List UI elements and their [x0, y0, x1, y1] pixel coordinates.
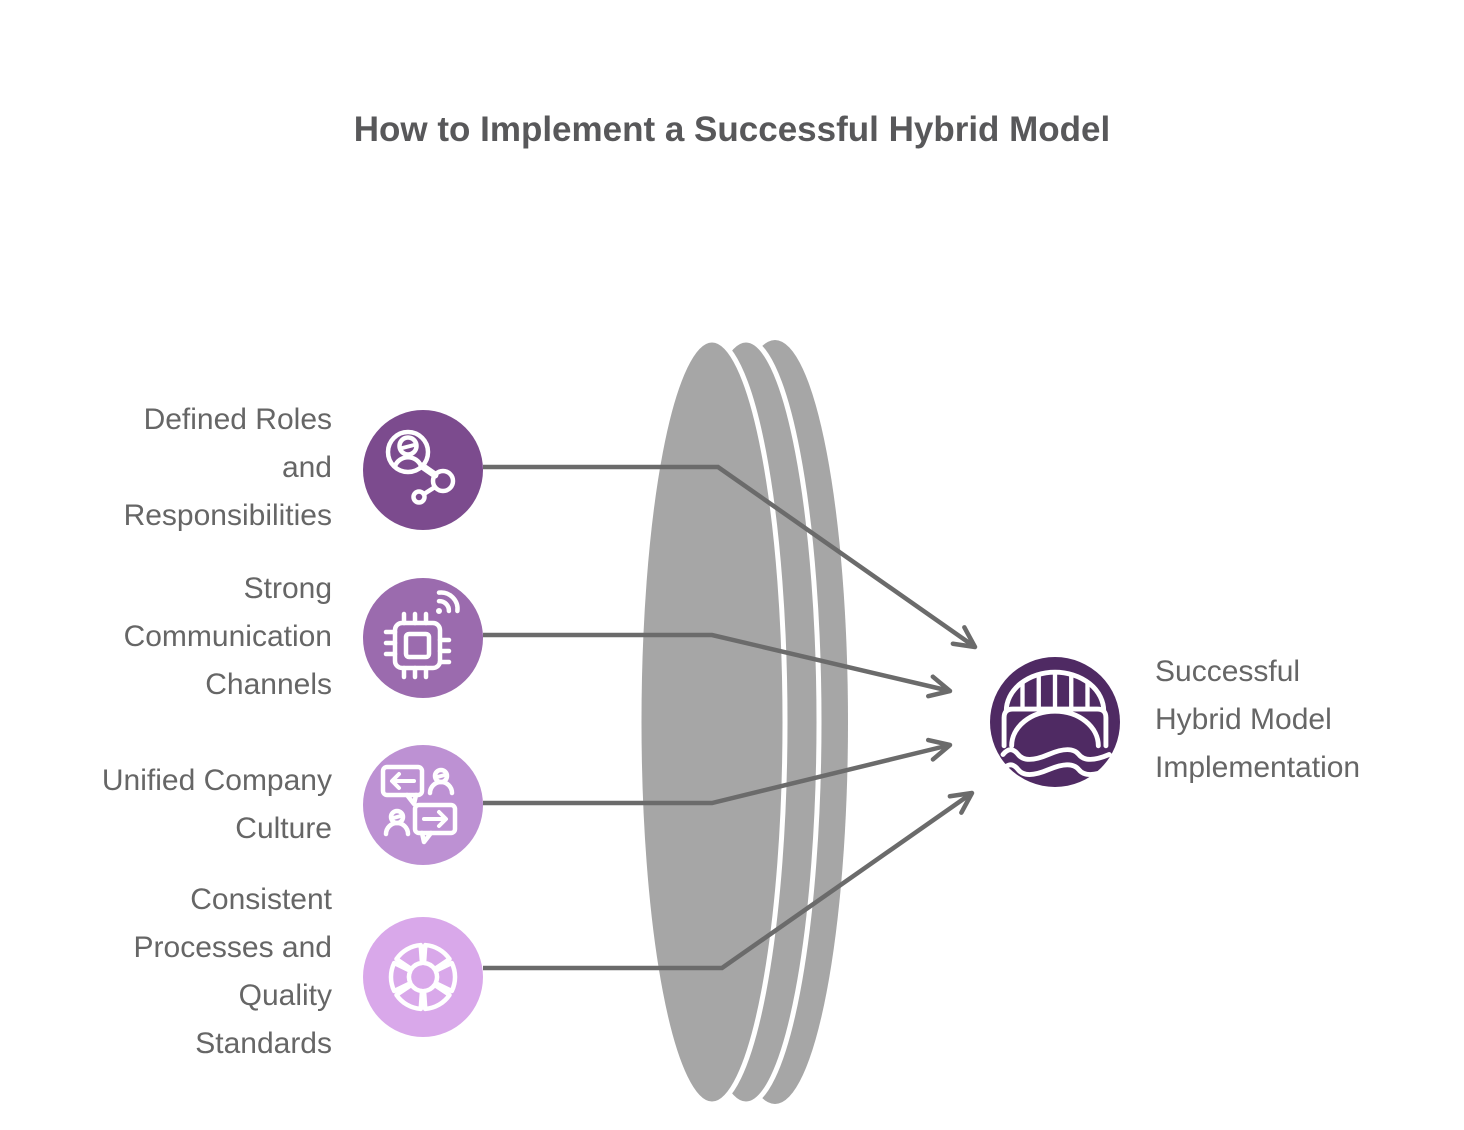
item3-label: Unified Company Culture: [101, 764, 332, 845]
arrow-item3: [483, 737, 953, 806]
item3-badge: [363, 745, 483, 865]
item4-badge: [363, 917, 483, 1037]
page-title: How to Implement a Successful Hybrid Mod…: [353, 110, 1111, 149]
chip-wifi-icon: [383, 590, 460, 680]
item1-label: Defined Roles and Responsibilities: [123, 403, 332, 532]
connector-arrows: [483, 464, 978, 971]
item4-label: Consistent Processes and Quality Standar…: [133, 883, 332, 1060]
arrow-item2: [483, 632, 953, 699]
item2-label: Strong Communication Channels: [123, 572, 332, 701]
segmented-wheel-icon: [363, 917, 483, 1037]
arrow-item1: [483, 464, 978, 650]
chat-exchange-icon: [380, 764, 458, 845]
result-label: Successful Hybrid Model Implementation: [1155, 655, 1361, 784]
funnel-lens: [636, 337, 848, 1107]
person-network-icon: [385, 429, 456, 505]
item1-badge: [363, 410, 483, 530]
arrow-item4: [483, 790, 975, 971]
item2-badge: [363, 578, 483, 698]
bridge-icon: [1000, 669, 1112, 777]
result-badge: [990, 657, 1120, 787]
wifi-waves: [436, 590, 460, 614]
